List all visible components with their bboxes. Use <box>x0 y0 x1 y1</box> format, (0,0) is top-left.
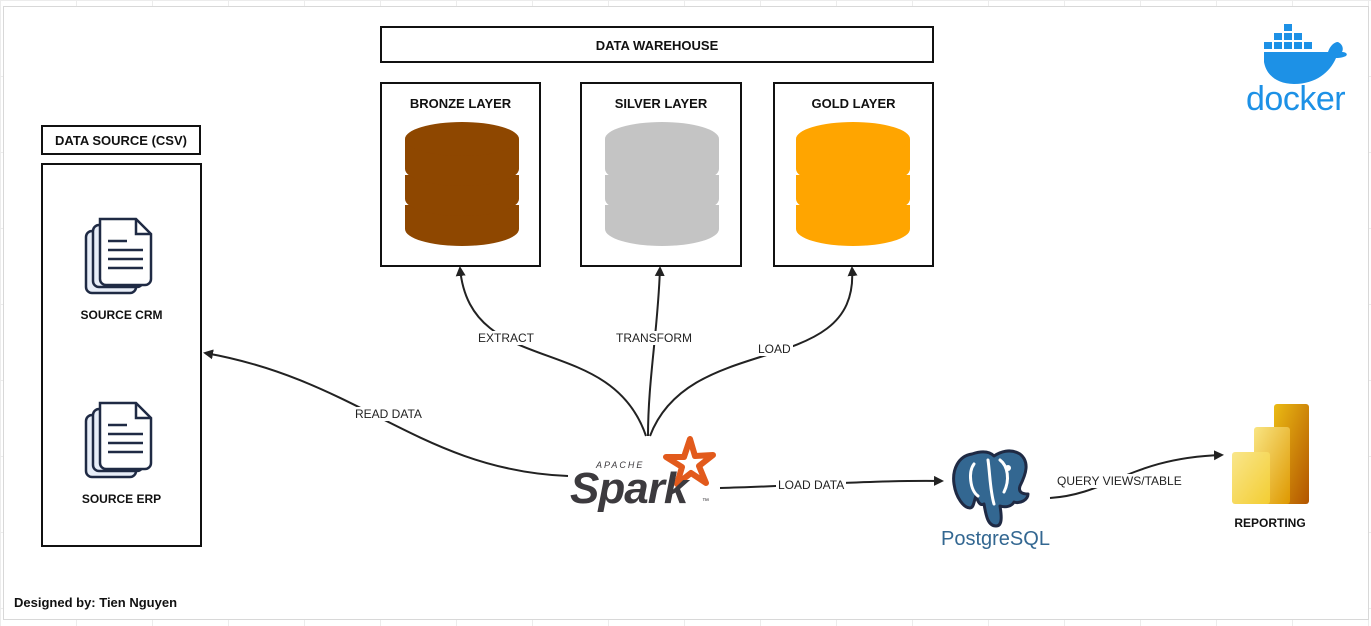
edge-read-data <box>203 349 569 477</box>
data-source-box: SOURCE CRM SOURCE ERP <box>41 163 202 547</box>
source-crm-label: SOURCE CRM <box>80 308 163 322</box>
edge-label-read-data: READ DATA <box>353 407 424 421</box>
bronze-layer-title: BRONZE LAYER <box>409 96 512 111</box>
docker-wordmark: docker <box>1246 80 1346 118</box>
docker-whale-icon <box>1264 24 1347 84</box>
warehouse-header: DATA WAREHOUSE <box>380 26 934 63</box>
postgresql-label: PostgreSQL <box>941 528 1050 550</box>
silver-layer-title: SILVER LAYER <box>614 96 708 111</box>
silver-database-icon <box>605 122 719 246</box>
gold-database-icon <box>796 122 910 246</box>
reporting-label: REPORTING <box>1234 516 1306 530</box>
edge-label-query: QUERY VIEWS/TABLE <box>1055 474 1184 488</box>
warehouse-title: DATA WAREHOUSE <box>595 38 719 53</box>
edge-label-extract: EXTRACT <box>476 331 537 345</box>
power-bi-icon <box>1232 404 1309 504</box>
spark-star-icon <box>663 436 716 487</box>
silver-layer-box: SILVER LAYER <box>580 82 742 267</box>
designer-credit: Designed by: Tien Nguyen <box>14 595 178 610</box>
edge-label-transform: TRANSFORM <box>614 331 694 345</box>
document-stack-icon <box>84 401 153 479</box>
edge-load <box>649 266 858 437</box>
edge-label-load-data: LOAD DATA <box>776 478 847 492</box>
spark-wordmark: Spark <box>570 464 688 513</box>
source-erp-label: SOURCE ERP <box>81 492 162 506</box>
spark-trademark: ™ <box>702 498 709 505</box>
spark-apache-text: APACHE <box>596 460 645 470</box>
edge-label-load: LOAD <box>756 342 793 356</box>
bronze-layer-box: BRONZE LAYER <box>380 82 541 267</box>
postgresql-elephant-icon <box>952 449 1030 528</box>
spark-logo: APACHE Spark ™ <box>566 436 722 516</box>
bronze-database-icon <box>405 122 519 246</box>
data-source-title: DATA SOURCE (CSV) <box>55 133 187 148</box>
data-source-header: DATA SOURCE (CSV) <box>41 125 201 155</box>
edge-transform <box>647 266 665 437</box>
gold-layer-title: GOLD LAYER <box>811 96 896 111</box>
edge-extract <box>455 266 647 437</box>
document-stack-icon <box>84 217 153 295</box>
gold-layer-box: GOLD LAYER <box>773 82 934 267</box>
